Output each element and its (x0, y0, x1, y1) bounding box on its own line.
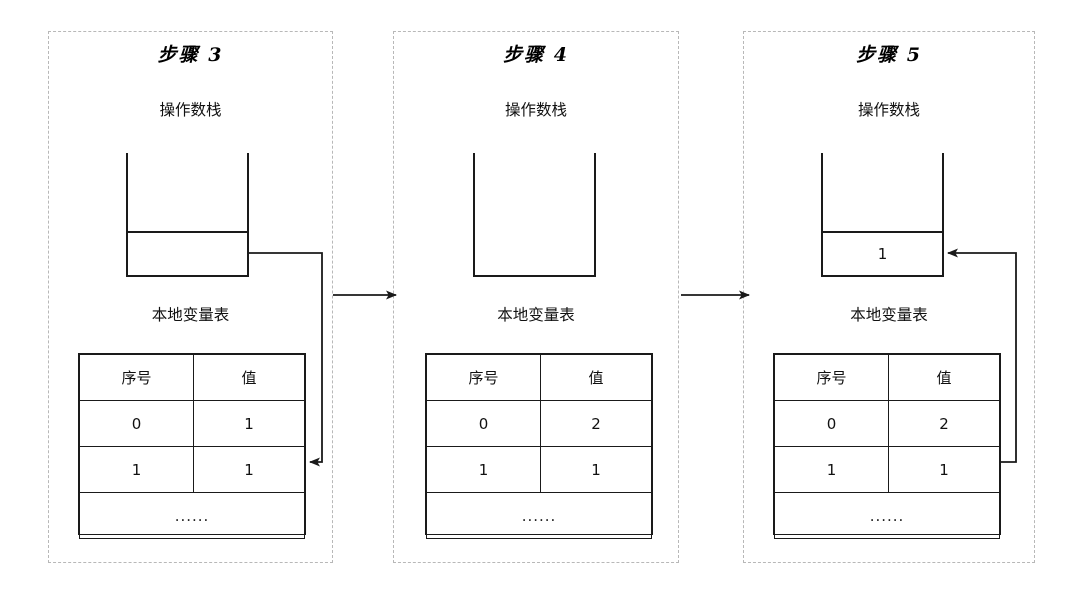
table-header-row: 序号 值 (79, 354, 305, 401)
table-cell-value: 2 (888, 400, 1000, 447)
table-row: 0 2 (426, 400, 652, 447)
panel-title-step-3: 步骤 3 (157, 44, 224, 66)
table-cell-index: 0 (426, 400, 541, 447)
table-header-value: 值 (540, 354, 652, 401)
operand-stack-cell-5-0: 1 (823, 231, 942, 275)
table-header-index: 序号 (79, 354, 194, 401)
operand-stack-label-3: 操作数栈 (159, 101, 222, 119)
table-ellipsis: ...... (774, 492, 1000, 539)
table-row-ellipsis: ...... (79, 492, 305, 539)
table-cell-index: 0 (79, 400, 194, 447)
operand-stack-label-5: 操作数栈 (857, 101, 920, 119)
table-row: 1 1 (426, 446, 652, 493)
table-row-ellipsis: ...... (426, 492, 652, 539)
table-ellipsis: ...... (79, 492, 305, 539)
operand-stack-3 (126, 153, 249, 277)
table-header-index: 序号 (426, 354, 541, 401)
panel-title-step-5: 步骤 5 (856, 44, 922, 66)
table-cell-value: 2 (540, 400, 652, 447)
local-variable-table-5: 序号 值 0 2 1 1 ...... (773, 353, 1001, 539)
table-row: 0 1 (79, 400, 305, 447)
step-panel-5: 步骤 5 操作数栈 1 本地变量表 序号 值 0 2 1 1 (743, 31, 1035, 563)
table-header-value: 值 (193, 354, 305, 401)
table-cell-value: 1 (540, 446, 652, 493)
local-var-table-label-5: 本地变量表 (850, 306, 928, 324)
step-panel-3: 步骤 3 操作数栈 本地变量表 序号 值 0 1 1 1 (48, 31, 333, 563)
table-row: 0 2 (774, 400, 1000, 447)
panel-title-step-4: 步骤 4 (503, 44, 569, 66)
table-ellipsis: ...... (426, 492, 652, 539)
table-cell-index: 1 (426, 446, 541, 493)
table-row: 1 1 (774, 446, 1000, 493)
operand-stack-4 (473, 153, 596, 277)
table-row: 1 1 (79, 446, 305, 493)
local-variable-table-4: 序号 值 0 2 1 1 ...... (425, 353, 653, 539)
step-panel-4: 步骤 4 操作数栈 本地变量表 序号 值 0 2 1 1 ...... (393, 31, 679, 563)
table-cell-value: 1 (888, 446, 1000, 493)
table-header-row: 序号 值 (774, 354, 1000, 401)
operand-stack-cell-3-0 (128, 231, 247, 275)
table-cell-value: 1 (193, 446, 305, 493)
local-variable-table-3: 序号 值 0 1 1 1 ...... (78, 353, 306, 539)
table-header-value: 值 (888, 354, 1000, 401)
table-header-row: 序号 值 (426, 354, 652, 401)
table-header-index: 序号 (774, 354, 889, 401)
table-cell-index: 1 (774, 446, 889, 493)
table-cell-index: 1 (79, 446, 194, 493)
table-cell-index: 0 (774, 400, 889, 447)
operand-stack-5: 1 (821, 153, 944, 277)
local-var-table-label-4: 本地变量表 (497, 306, 575, 324)
operand-stack-label-4: 操作数栈 (504, 101, 567, 119)
table-row-ellipsis: ...... (774, 492, 1000, 539)
table-cell-value: 1 (193, 400, 305, 447)
local-var-table-label-3: 本地变量表 (151, 306, 230, 324)
